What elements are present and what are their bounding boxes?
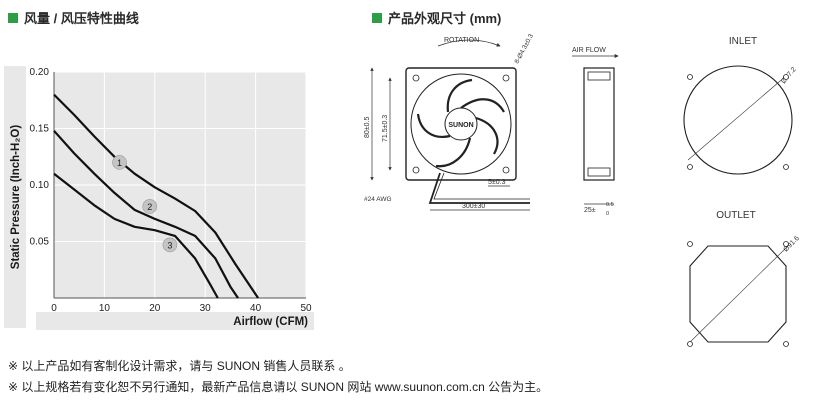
footnote-spec-change: ※ 以上规格若有变化恕不另行通知，最新产品信息请以 SUNON 网站 www.s… bbox=[8, 380, 549, 394]
rotation-arrow-icon bbox=[437, 39, 501, 47]
strip-dimension: 5±0.3 bbox=[488, 179, 506, 186]
y-tick-label: 0.15 bbox=[30, 124, 50, 135]
hole-spec-label: 8-Ø4.3±0.3 bbox=[514, 33, 536, 65]
fan-hole bbox=[502, 74, 510, 82]
chart-series bbox=[53, 93, 260, 299]
series-line-2 bbox=[53, 130, 239, 299]
chart-axes: 0 10 20 30 40 50 0.05 0.10 0.15 0.20 bbox=[30, 67, 312, 314]
chart-series-labels: 1 2 3 bbox=[112, 155, 178, 253]
y-tick-label: 0.10 bbox=[30, 180, 50, 191]
fan-hole bbox=[502, 166, 510, 174]
footnotes: ※ 以上产品如有客制化设计需求，请与 SUNON 销售人员联系 。 ※ 以上规格… bbox=[8, 356, 548, 398]
heading-marker-icon bbox=[372, 12, 382, 23]
series-label-2: 2 bbox=[147, 202, 152, 212]
side-view-notch bbox=[587, 167, 611, 177]
dimension-heading-text: 产品外观尺寸 (mm) bbox=[388, 11, 502, 26]
outlet-view: Ø91.6 bbox=[687, 235, 801, 347]
fan-hub bbox=[444, 107, 478, 141]
dimension-section-heading: 产品外观尺寸 (mm) bbox=[372, 8, 501, 27]
y-tick-label: 0.20 bbox=[30, 67, 50, 78]
inlet-view: Ø77.2 bbox=[683, 65, 798, 175]
fan-frame bbox=[405, 67, 517, 181]
x-tick-label: 0 bbox=[51, 303, 57, 314]
x-tick-label: 20 bbox=[149, 303, 161, 314]
series-marker-2 bbox=[142, 199, 158, 214]
brand-label: SUNON bbox=[448, 122, 473, 129]
height-dimension: 80±0.5 bbox=[364, 117, 371, 138]
chart-grid bbox=[53, 71, 307, 298]
depth-dimension: 25± bbox=[584, 207, 596, 214]
footnote-customization: ※ 以上产品如有客制化设计需求，请与 SUNON 销售人员联系 。 bbox=[8, 359, 351, 373]
xlabel-band bbox=[36, 312, 314, 330]
wire-gauge-label: #24 AWG bbox=[364, 196, 392, 203]
series-line-3 bbox=[53, 172, 219, 299]
curve-section-heading: 风量 / 风压特性曲线 bbox=[8, 8, 139, 27]
lead-wire bbox=[433, 172, 530, 200]
rotation-label: ROTATION bbox=[444, 37, 479, 44]
series-marker-1 bbox=[112, 155, 127, 170]
fan-dimension-drawing: ROTATION 8-Ø4.3±0.3 SUNON 80±0.5 71.5±0.… bbox=[364, 33, 619, 217]
series-marker-3 bbox=[162, 237, 178, 253]
fan-blades-icon bbox=[416, 78, 505, 168]
chart-ylabel: Static Pressure (Inch-H₂O) bbox=[10, 125, 22, 270]
pq-curve-chart: 0 10 20 30 40 50 0.05 0.10 0.15 0.20 1 2 3 Static P… bbox=[4, 66, 314, 330]
inlet-outlet-drawing: INLET Ø77.2 OUTLET Ø91.6 bbox=[683, 36, 801, 347]
inlet-label: INLET bbox=[729, 36, 757, 47]
series-label-1: 1 bbox=[117, 158, 122, 168]
x-tick-label: 10 bbox=[99, 303, 111, 314]
hole-spacing-dimension: 71.5±0.3 bbox=[382, 115, 389, 142]
depth-tol-up: 0.5 bbox=[606, 202, 614, 208]
y-tick-label: 0.05 bbox=[30, 237, 50, 248]
chart-xlabel: Airflow (CFM) bbox=[233, 316, 308, 328]
side-view-notch bbox=[587, 71, 611, 81]
ylabel-band bbox=[4, 66, 26, 328]
fan-hole bbox=[412, 166, 420, 174]
heading-marker-icon bbox=[8, 12, 18, 23]
x-tick-label: 30 bbox=[200, 303, 212, 314]
lead-length-dimension: 300±30 bbox=[462, 203, 485, 210]
series-label-3: 3 bbox=[167, 240, 172, 250]
curve-heading-text: 风量 / 风压特性曲线 bbox=[24, 11, 139, 26]
x-tick-label: 40 bbox=[250, 303, 262, 314]
outlet-label: OUTLET bbox=[716, 210, 755, 221]
fan-hole bbox=[412, 74, 420, 82]
airflow-label: AIR FLOW bbox=[572, 47, 606, 54]
lead-wire bbox=[428, 172, 530, 204]
side-view-frame bbox=[583, 67, 615, 181]
depth-tol-dn: 0 bbox=[606, 211, 609, 217]
series-line-1 bbox=[53, 93, 260, 299]
inlet-diameter: Ø77.2 bbox=[780, 66, 798, 85]
fan-venturi bbox=[410, 73, 512, 175]
x-tick-label: 50 bbox=[300, 303, 312, 314]
